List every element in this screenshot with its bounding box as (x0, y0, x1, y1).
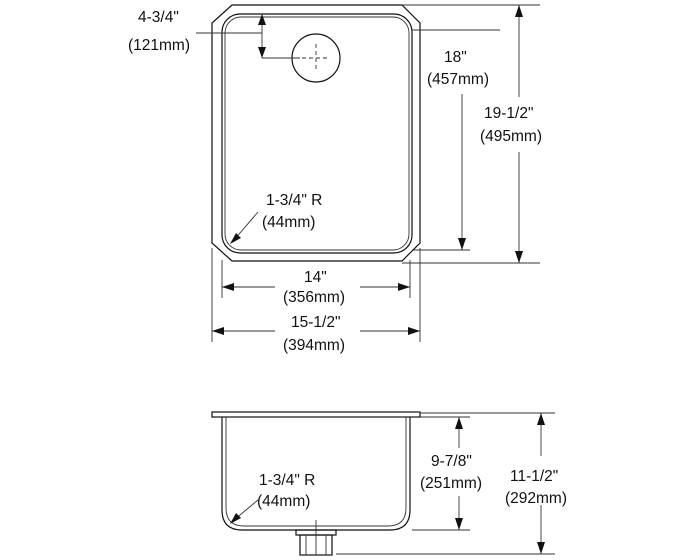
overall-depth-imperial: 11-1/2" (510, 468, 558, 485)
bowl-length-imperial: 18" (444, 49, 467, 66)
bowl-width-imperial: 14" (304, 269, 327, 286)
overall-length-metric: (495mm) (480, 128, 542, 145)
overall-depth-dimension (336, 412, 555, 555)
overall-width-imperial: 15-1/2" (291, 314, 340, 331)
bowl-depth-metric: (251mm) (420, 475, 482, 492)
drain-offset-imperial: 4-3/4" (138, 9, 179, 26)
sink-bowl-outline (221, 13, 413, 254)
overall-length-imperial: 19-1/2" (484, 105, 533, 122)
sink-bowl-inner-outline (224, 16, 410, 251)
bowl-width-metric: (356mm) (283, 289, 345, 306)
side-corner-radius-metric: (44mm) (257, 493, 310, 510)
drain-tailpiece-icon (295, 520, 337, 556)
bowl-width-dimension (222, 283, 410, 291)
side-corner-radius-imperial: 1-3/4" R (259, 472, 315, 489)
sink-rim (211, 411, 421, 418)
bowl-depth-dimension (412, 416, 470, 531)
overall-length-dimension (402, 4, 540, 264)
corner-radius-leader (230, 211, 259, 244)
side-corner-radius-leader (230, 499, 259, 524)
bowl-length-dimension (412, 29, 500, 251)
side-view: 1-3/4" R (44mm) 9-7/8" (251mm) 11-1/2" (… (211, 411, 567, 556)
overall-depth-metric: (292mm) (505, 490, 567, 507)
overall-width-metric: (394mm) (283, 337, 345, 354)
bowl-depth-imperial: 9-7/8" (431, 453, 472, 470)
top-view: 4-3/4" (121mm) 18" (457mm) 19-1/2" (495m… (128, 4, 542, 354)
overall-width-dimension (212, 327, 420, 335)
drain-offset-metric: (121mm) (128, 37, 190, 54)
sink-bowl-profile (221, 417, 411, 531)
corner-radius-imperial: 1-3/4" R (266, 192, 322, 209)
sink-outer-flange (211, 4, 421, 262)
corner-radius-metric: (44mm) (262, 214, 315, 231)
drain-offset-dimension (196, 14, 300, 59)
bowl-length-metric: (457mm) (427, 71, 489, 88)
